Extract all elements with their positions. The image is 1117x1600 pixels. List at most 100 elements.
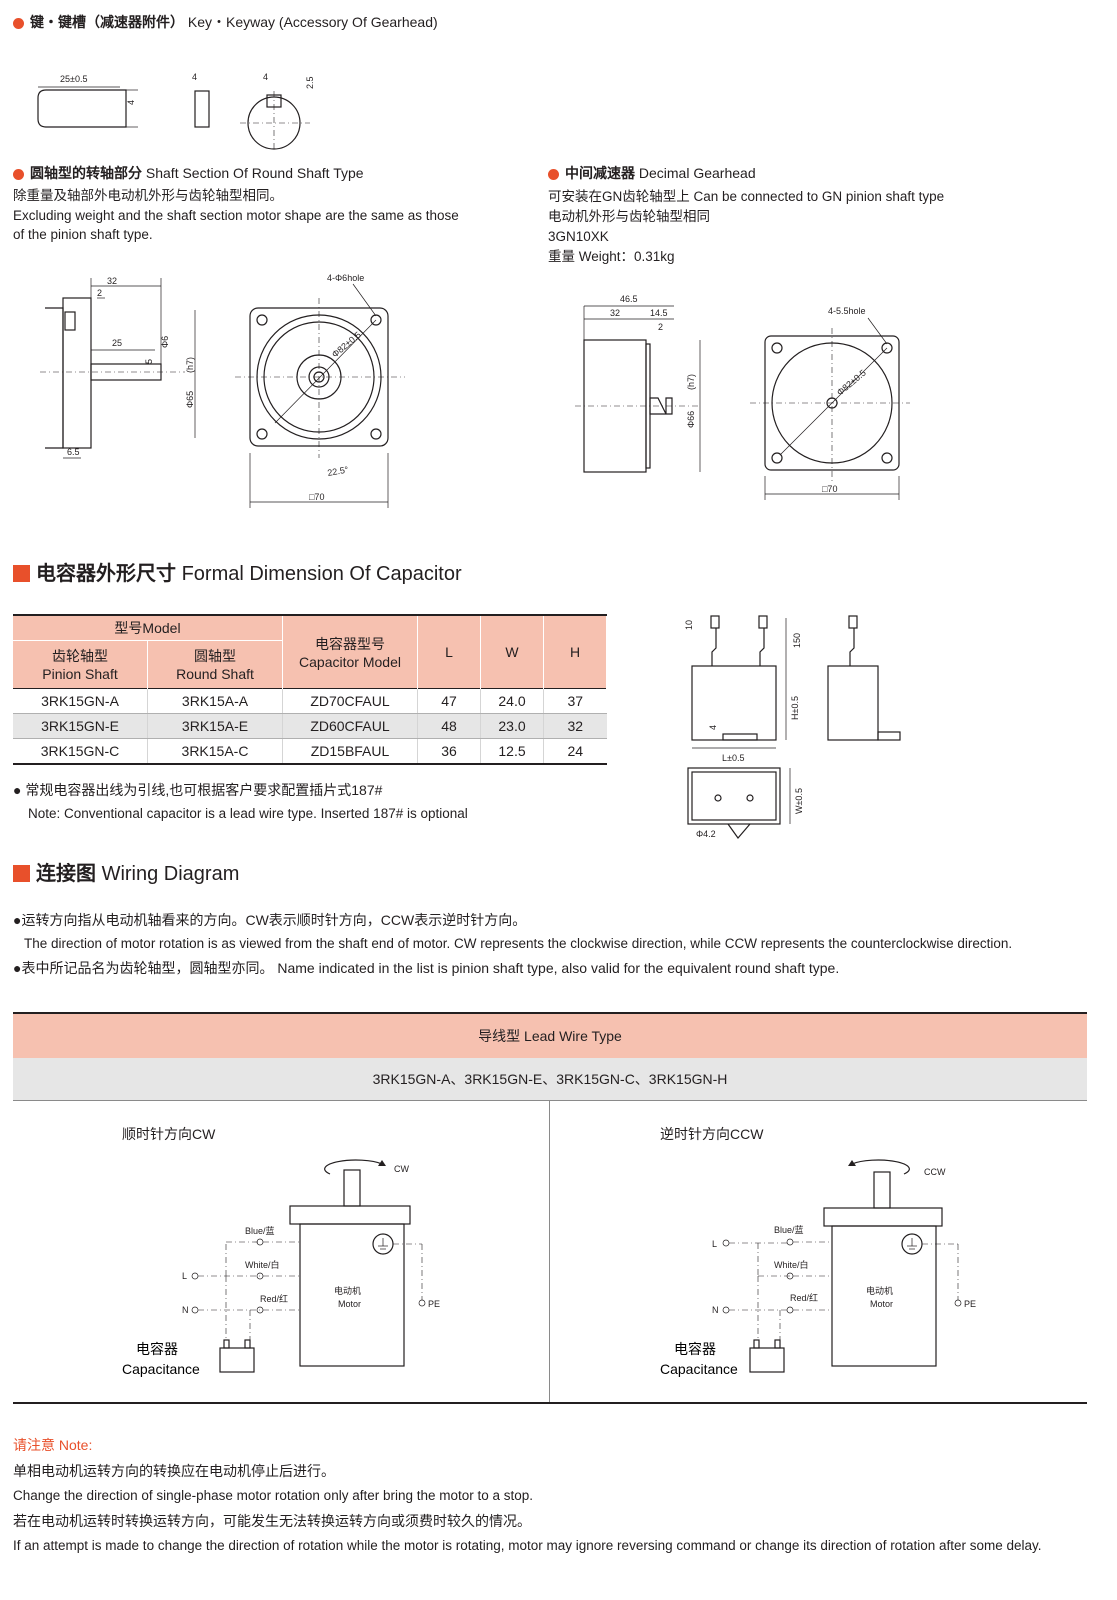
ccw-arrow-label: CCW <box>924 1167 946 1177</box>
decimal-line-2: 电动机外形与齿轮轴型相同 <box>548 209 710 224</box>
dim-angle: 22.5° <box>327 464 350 478</box>
cw-title: 顺时针方向CW <box>122 1126 216 1142</box>
notes-line-2: Change the direction of single-phase mot… <box>13 1488 534 1503</box>
header-w: W <box>480 615 544 688</box>
bullet-icon <box>548 168 559 180</box>
cw-pe: PE <box>428 1299 440 1309</box>
dim-phi82-g: Φ82±0.5 <box>835 368 868 398</box>
dim-h7-shaft: (h7) <box>185 357 195 373</box>
decimal-line-3: 3GN10XK <box>548 229 609 244</box>
bullet-icon <box>13 17 24 29</box>
notes-line-4: If an attempt is made to change the dire… <box>13 1538 1042 1553</box>
header-pinion-shaft: 齿轮轴型 Pinion Shaft <box>13 640 148 688</box>
cell-cap: ZD70CFAUL <box>282 688 418 714</box>
table-row: 3RK15GN-A 3RK15A-A ZD70CFAUL 47 24.0 37 <box>13 688 607 714</box>
wiring-models: 3RK15GN-A、3RK15GN-E、3RK15GN-C、3RK15GN-H <box>13 1058 1087 1101</box>
section-marker-icon <box>13 865 30 882</box>
capacitor-note-en: Note: Conventional capacitor is a lead w… <box>28 806 468 821</box>
header-capacitor-model: 电容器型号 Capacitor Model <box>282 615 418 688</box>
dim-14-5: 14.5 <box>650 308 668 318</box>
wiring-divider <box>549 1101 550 1403</box>
key-drawing: 25±0.5 4 4 4 2.5 <box>37 72 315 150</box>
cw-l: L <box>182 1271 187 1281</box>
capacitor-note-cn: ● 常规电容器出线为引线,也可根据客户要求配置插片式187# <box>13 782 383 798</box>
table-row: 3RK15GN-E 3RK15A-E ZD60CFAUL 48 23.0 32 <box>13 713 607 739</box>
round-shaft-title: 圆轴型的转轴部分 Shaft Section Of Round Shaft Ty… <box>13 163 364 183</box>
cw-blue: Blue/蓝 <box>245 1225 275 1236</box>
ccw-motor-cn: 电动机 <box>866 1285 893 1296</box>
dim-10: 10 <box>684 620 694 630</box>
round-shaft-drawing: 32 2 25 5 Φ6 (h7) Φ65 6.5 4-Φ6hole Φ82±0… <box>40 273 405 508</box>
ccw-n: N <box>712 1305 719 1315</box>
wiring-section-title: 连接图 Wiring Diagram <box>13 861 239 887</box>
dim-46-5: 46.5 <box>620 294 638 304</box>
keyway-depth-dim: 2.5 <box>305 76 315 89</box>
notes-title: 请注意 Note: <box>13 1437 93 1453</box>
dim-hole: 4-Φ6hole <box>327 273 364 283</box>
key-length-dim: 25±0.5 <box>60 74 87 84</box>
decimal-gearhead-title: 中间减速器 Decimal Gearhead <box>548 163 756 183</box>
wiring-table-header: 导线型 Lead Wire Type <box>13 1012 1087 1058</box>
key-section-title: 键・键槽（减速器附件） Key・Keyway (Accessory Of Gea… <box>13 12 438 32</box>
cell-round: 3RK15A-C <box>147 738 283 764</box>
wiring-note-1-en: The direction of motor rotation is as vi… <box>24 936 1013 951</box>
cell-l: 36 <box>417 738 481 764</box>
cw-n: N <box>182 1305 189 1315</box>
decimal-line-1: 可安装在GN齿轮轴型上 Can be connected to GN pinio… <box>548 189 945 204</box>
dim-w: W±0.5 <box>794 788 804 814</box>
dim-6-5: 6.5 <box>67 447 80 457</box>
dim-32: 32 <box>107 276 117 286</box>
dim-2-g: 2 <box>658 322 663 332</box>
cw-red: Red/红 <box>260 1293 288 1304</box>
cell-round: 3RK15A-A <box>147 688 283 714</box>
ccw-wiring-diagram: CCW 电动机 Motor Blue/蓝 White/白 Red/红 PE L … <box>660 1159 976 1377</box>
cw-motor-cn: 电动机 <box>334 1285 361 1296</box>
cell-h: 24 <box>543 738 607 764</box>
cw-cap-en: Capacitance <box>122 1361 200 1377</box>
dim-h: H±0.5 <box>790 696 800 720</box>
round-shaft-desc-en-2: of the pinion shaft type. <box>13 227 153 242</box>
cell-l: 47 <box>417 688 481 714</box>
dim-h7-g: (h7) <box>686 374 696 390</box>
ccw-l: L <box>712 1239 717 1249</box>
dim-sq70-g: □70 <box>822 484 837 494</box>
dim-150: 150 <box>792 633 802 648</box>
header-round-shaft: 圆轴型 Round Shaft <box>147 640 283 688</box>
capacitor-table: 型号Model 电容器型号 Capacitor Model L W H 齿轮轴型… <box>13 614 607 765</box>
cell-w: 24.0 <box>480 688 544 714</box>
cw-white: White/白 <box>245 1259 280 1270</box>
dim-phi82: Φ82±0.5 <box>330 330 363 360</box>
cell-l: 48 <box>417 713 481 739</box>
ccw-pe: PE <box>964 1299 976 1309</box>
decimal-line-4: 重量 Weight：0.31kg <box>548 249 675 264</box>
header-h: H <box>543 615 607 688</box>
ccw-title: 逆时针方向CCW <box>660 1126 764 1142</box>
wiring-note-2: ●表中所记品名为齿轮轴型，圆轴型亦同。 Name indicated in th… <box>13 960 840 976</box>
notes-line-3: 若在电动机运转时转换运转方向，可能发生无法转换运转方向或须费时较久的情况。 <box>13 1513 531 1529</box>
notes-line-1: 单相电动机运转方向的转换应在电动机停止后进行。 <box>13 1463 335 1479</box>
dim-phi4-2: Φ4.2 <box>696 829 716 839</box>
cell-pinion: 3RK15GN-C <box>13 738 148 764</box>
section-marker-icon <box>13 565 30 582</box>
dim-sq70: □70 <box>309 492 324 502</box>
cell-round: 3RK15A-E <box>147 713 283 739</box>
header-model: 型号Model <box>13 615 283 641</box>
cw-motor-en: Motor <box>338 1299 361 1309</box>
table-row: 3RK15GN-C 3RK15A-C ZD15BFAUL 36 12.5 24 <box>13 738 607 764</box>
dim-2: 2 <box>97 288 102 298</box>
cw-arrow-label: CW <box>394 1164 409 1174</box>
cell-h: 32 <box>543 713 607 739</box>
round-shaft-desc-en-1: Excluding weight and the shaft section m… <box>13 208 459 223</box>
cell-w: 12.5 <box>480 738 544 764</box>
cell-pinion: 3RK15GN-E <box>13 713 148 739</box>
ccw-blue: Blue/蓝 <box>774 1224 804 1235</box>
ccw-motor-en: Motor <box>870 1299 893 1309</box>
cw-wiring-diagram: CW 电动机 Motor Blue/蓝 White/白 Red/红 PE L N… <box>122 1159 440 1377</box>
key-width-dim: 4 <box>192 72 197 82</box>
round-shaft-desc-cn: 除重量及轴部外电动机外形与齿轮轴型相同。 <box>13 188 283 203</box>
dim-phi65: Φ65 <box>185 391 195 408</box>
cw-cap-cn: 电容器 <box>136 1341 178 1357</box>
cell-w: 23.0 <box>480 713 544 739</box>
dim-25: 25 <box>112 338 122 348</box>
decimal-gearhead-drawing: 46.5 32 14.5 2 Φ66 (h7) 4-5.5hole Φ82±0.… <box>575 294 910 500</box>
